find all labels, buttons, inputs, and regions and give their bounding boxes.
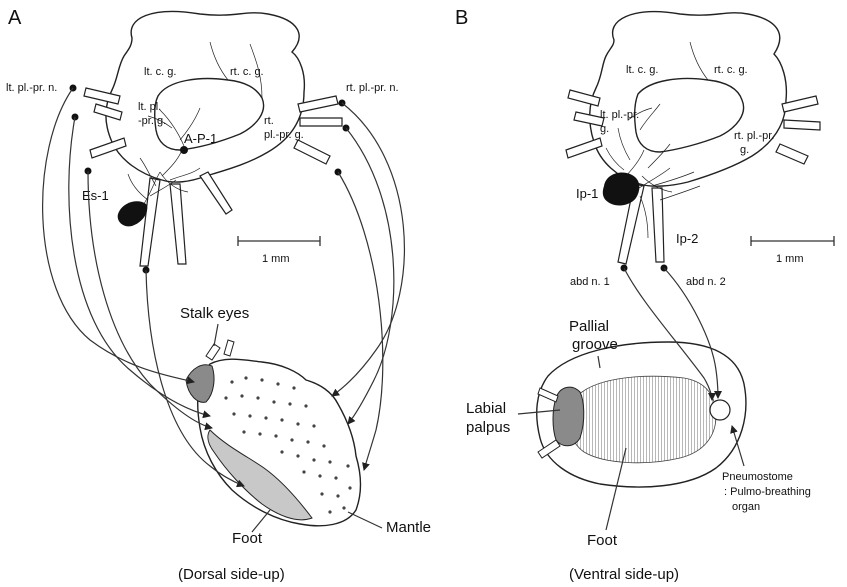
- es1-soma: [118, 201, 148, 226]
- panel-a-lt-plpr-n-label: lt. pl.-pr. n.: [6, 82, 57, 94]
- panel-b-pallial-label-1: Pallial: [569, 318, 609, 335]
- panel-b-pneumo-label-1: Pneumostome: [722, 471, 793, 483]
- panel-b-ip1-label: Ip-1: [576, 186, 598, 201]
- pneumostome-opening: [710, 400, 730, 420]
- panel-a-letter: A: [8, 7, 22, 29]
- panel-b-pallial-label-2: groove: [572, 336, 618, 353]
- panel-a-lt-cg-label: lt. c. g.: [144, 66, 176, 78]
- panel-b-ganglion-ring: [566, 12, 820, 264]
- panel-a-rt-cg-label: rt. c. g.: [230, 66, 264, 78]
- panel-b: B lt. c. g. rt. c. g. lt. pl.-pr. g.: [455, 7, 834, 583]
- panel-b-ip2-label: Ip-2: [676, 231, 698, 246]
- panel-b-orientation-label: (Ventral side-up): [569, 566, 679, 583]
- panel-a-lt-plpr-g-label-2: -pr. g.: [138, 115, 166, 127]
- panel-a-lt-plpr-g-label-1: lt. pl.: [138, 101, 161, 113]
- panel-b-foot-label: Foot: [587, 532, 618, 549]
- ap1-soma: [180, 146, 188, 154]
- panel-a-es1-label: Es-1: [82, 188, 109, 203]
- panel-b-lt-cg-label: lt. c. g.: [626, 64, 658, 76]
- panel-a-scale-label: 1 mm: [262, 253, 290, 265]
- panel-a-orientation-label: (Dorsal side-up): [178, 566, 285, 583]
- panel-b-scale-label: 1 mm: [776, 253, 804, 265]
- panel-b-rt-cg-label: rt. c. g.: [714, 64, 748, 76]
- panel-a-mantle-label: Mantle: [386, 519, 431, 536]
- panel-a-rt-plpr-n-label: rt. pl.-pr. n.: [346, 82, 399, 94]
- panel-b-lt-plpr-g-label-1: lt. pl.-pr.: [600, 109, 639, 121]
- panel-b-letter: B: [455, 7, 468, 29]
- panel-b-pneumo-label-2: : Pulmo-breathing: [724, 486, 811, 498]
- panel-b-labial-label-2: palpus: [466, 419, 510, 436]
- panel-b-rt-plpr-g-label-2: g.: [740, 144, 749, 156]
- panel-b-scale-bar: [751, 236, 834, 246]
- panel-a-scale-bar: [238, 236, 320, 246]
- panel-a: A lt. c. g. rt. c. g.: [6, 7, 431, 583]
- panel-b-abd-n1-label: abd n. 1: [570, 276, 610, 288]
- panel-b-pneumo-label-3: organ: [732, 501, 760, 513]
- panel-b-rt-plpr-g-label-1: rt. pl.-pr.: [734, 130, 774, 142]
- panel-b-lt-plpr-g-label-2: g.: [600, 123, 609, 135]
- panel-b-abd-n2-label: abd n. 2: [686, 276, 726, 288]
- panel-a-foot-label: Foot: [232, 530, 263, 547]
- panel-a-ap1-label: A-P-1: [184, 131, 217, 146]
- panel-a-snail-body: [186, 340, 361, 526]
- panel-a-mantle-leader: [348, 512, 382, 528]
- panel-a-foot-leader: [252, 510, 270, 532]
- panel-a-stalk-leader: [214, 324, 218, 346]
- panel-b-labial-label-1: Labial: [466, 400, 506, 417]
- panel-a-rt-plpr-g-label-2: pl.-pr. g.: [264, 129, 304, 141]
- panel-a-rt-plpr-g-label-1: rt.: [264, 115, 274, 127]
- panel-a-stalk-eyes-label: Stalk eyes: [180, 305, 249, 322]
